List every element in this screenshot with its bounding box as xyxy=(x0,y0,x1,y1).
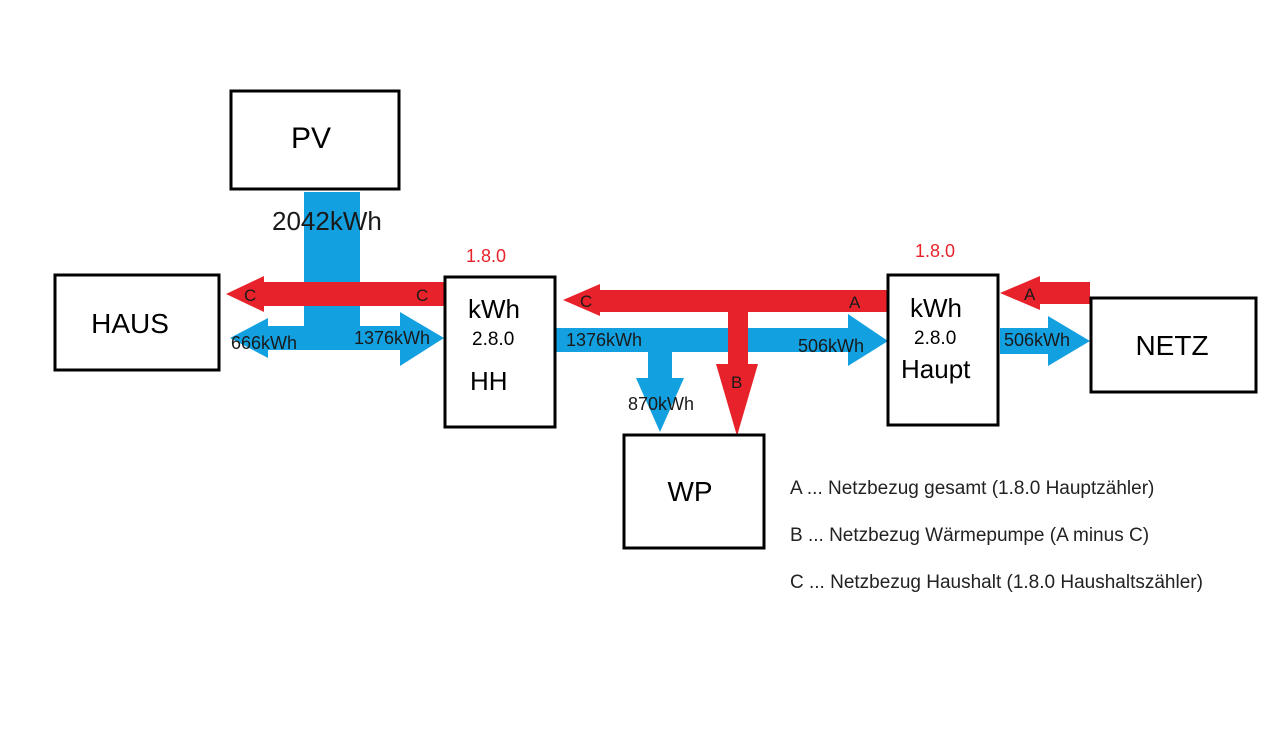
pv-label: PV xyxy=(291,122,331,155)
haus-box xyxy=(53,273,221,372)
c-import-arrow-hh xyxy=(563,284,888,316)
hh-2-8-0-label: 2.8.0 xyxy=(472,329,514,350)
hh-kwh-label: kWh xyxy=(468,294,520,324)
haupt-2-8-0-label: 2.8.0 xyxy=(914,328,956,349)
haupt-meter-box xyxy=(886,273,1000,427)
red-flows xyxy=(226,276,1090,436)
a-import-arrow-netz xyxy=(1000,276,1090,310)
haus-label: HAUS xyxy=(91,308,169,339)
boxes xyxy=(53,89,1258,550)
arrow-label-c-haus: C xyxy=(244,286,256,305)
to-wp-flow-arrow xyxy=(636,352,684,432)
wp-box xyxy=(622,433,766,550)
legend-item-a: A ... Netzbezug gesamt (1.8.0 Hauptzähle… xyxy=(790,478,1155,499)
arrow-label-c-main: C xyxy=(580,292,592,311)
legend-item-b: B ... Netzbezug Wärmepumpe (A minus C) xyxy=(790,525,1150,546)
haupt-meter-code: 1.8.0 xyxy=(915,241,955,261)
b-import-arrow-wp xyxy=(716,312,758,436)
c-import-arrow-haus xyxy=(226,276,444,312)
from-hh-flow-label: 1376kWh xyxy=(566,330,642,350)
blue-flows xyxy=(230,192,1090,432)
to-hh-flow-arrow xyxy=(360,312,444,366)
haupt-label: Haupt xyxy=(901,354,971,384)
haupt-kwh-label: kWh xyxy=(910,293,962,323)
legend-item-c: C ... Netzbezug Haushalt (1.8.0 Haushalt… xyxy=(790,572,1203,593)
to-netz-flow-label: 506kWh xyxy=(1004,330,1070,350)
hh-meter-box xyxy=(443,275,557,429)
netz-label: NETZ xyxy=(1135,330,1208,361)
arrow-label-c-near-hh: C xyxy=(416,286,428,305)
haus-flow-label: 666kWh xyxy=(231,333,297,353)
to-netz-flow-arrow xyxy=(1000,316,1090,366)
arrow-label-a-netz: A xyxy=(1024,285,1036,304)
hh-to-haupt-flow-arrow xyxy=(556,314,888,366)
pv-trunk xyxy=(304,192,360,350)
netz-box xyxy=(1089,296,1258,394)
to-hh-flow-label: 1376kWh xyxy=(354,328,430,348)
pv-total-label: 2042kWh xyxy=(272,206,382,236)
arrow-label-a-main: A xyxy=(849,293,861,312)
arrow-label-b: B xyxy=(731,373,742,392)
wp-flow-label: 870kWh xyxy=(628,394,694,414)
hh-label: HH xyxy=(470,366,508,396)
hh-meter-code: 1.8.0 xyxy=(466,246,506,266)
haus-flow-arrow xyxy=(230,318,304,358)
pv-box xyxy=(229,89,401,191)
to-haupt-flow-label: 506kWh xyxy=(798,336,864,356)
wp-label: WP xyxy=(667,476,712,507)
